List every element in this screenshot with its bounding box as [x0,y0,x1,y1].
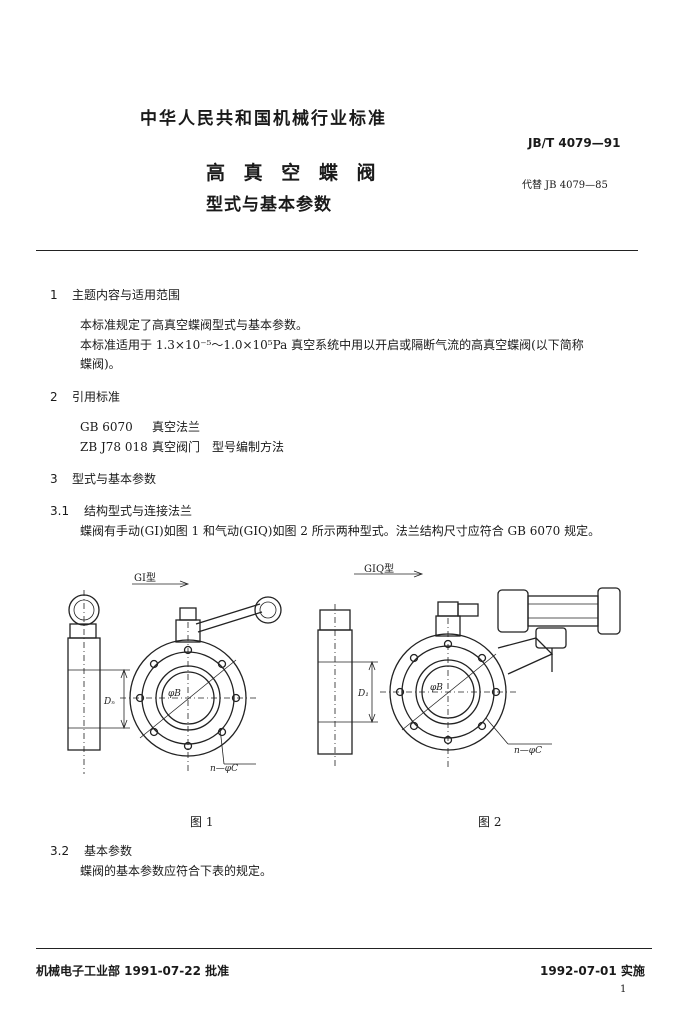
section-title: 型式与基本参数 [72,472,157,486]
figure-1-phib-label: φB [168,689,181,699]
figure-1-holes-label: n—φC [210,764,238,774]
section-title: 引用标准 [72,390,121,404]
footer-divider [36,948,652,949]
reference-code: ZB J78 018 [80,440,148,454]
section-2-heading: 2 引用标准 [50,388,120,405]
replaces-note: 代替 JB 4079—85 [522,180,608,191]
header-divider [36,250,638,251]
document-title: 高 真 空 蝶 阀 [206,162,382,184]
reference-name: 真空阀门 型号编制方法 [152,440,285,454]
section-1-para-2-line-2: 蝶阀)。 [80,357,121,371]
figure-1-dn-label: Dₙ [103,697,115,707]
section-title: 结构型式与连接法兰 [84,504,193,518]
section-3-2-para: 蝶阀的基本参数应符合下表的规定。 [80,864,273,878]
section-3-heading: 3 型式与基本参数 [50,470,156,487]
figure-2-type-label: GIQ型 [364,564,395,575]
effective-date: 1992-07-01 实施 [540,964,645,978]
section-number: 3.2 [50,844,70,858]
reference-code: GB 6070 [80,420,133,434]
section-number: 1 [50,288,58,302]
section-1-para-2-line-1: 本标准适用于 1.3×10⁻⁵～1.0×10⁵Pa 真空系统中用以开启或隔断气流… [80,338,584,352]
reference-item: GB 6070 真空法兰 [80,418,200,435]
section-number: 3 [50,472,58,486]
reference-name: 真空法兰 [152,420,201,434]
figure-2-phib-label: φB [430,683,443,693]
figure-1-type-label: GI型 [134,573,156,584]
section-title: 主题内容与适用范围 [72,288,181,302]
issuer-note: 机械电子工业部 1991-07-22 批准 [36,964,230,978]
figure-1-drawing: Dₙ φB n—φC [67,580,282,774]
section-3-1-para: 蝶阀有手动(GI)如图 1 和气动(GIQ)如图 2 所示两种型式。法兰结构尺寸… [80,524,601,538]
section-1-para-1: 本标准规定了高真空蝶阀型式与基本参数。 [80,318,309,332]
figure-2-caption: 图 2 [478,815,502,829]
document-subtitle: 型式与基本参数 [206,195,332,215]
section-3-2-heading: 3.2 基本参数 [50,842,132,859]
figure-1-caption: 图 1 [190,815,214,829]
standard-title: 中华人民共和国机械行业标准 [140,109,387,129]
section-3-1-heading: 3.1 结构型式与连接法兰 [50,502,192,519]
figure-2-dn-label: D₁ [357,689,369,699]
page-number: 1 [620,984,627,995]
reference-item: ZB J78 018 真空阀门 型号编制方法 [80,438,284,455]
standard-number: JB/T 4079—91 [528,136,621,150]
figure-2-drawing: D₁ φB n—φC [317,570,621,768]
section-1-heading: 1 主题内容与适用范围 [50,286,180,303]
section-number: 2 [50,390,58,404]
section-title: 基本参数 [84,844,133,858]
figure-2-holes-label: n—φC [514,746,542,756]
section-number: 3.1 [50,504,70,518]
